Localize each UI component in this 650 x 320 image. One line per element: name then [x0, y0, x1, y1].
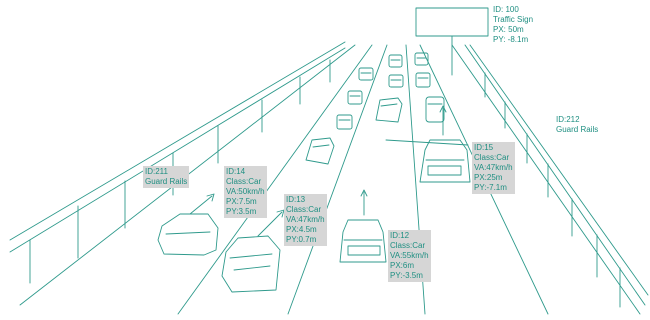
right-guard-rail [464, 44, 649, 308]
traffic-sign [415, 7, 489, 76]
car-15-label: ID:15 Class:Car VA:47km/h PX:25m PY:-7.1… [472, 142, 515, 194]
car-14-label: ID:14 Class:Car VA:50km/h PX:7.5m PY:3.5… [224, 166, 267, 218]
car-far-5 [388, 74, 404, 88]
car-far-1 [358, 67, 374, 81]
car-far-3 [336, 114, 353, 130]
car-far-7 [415, 72, 431, 88]
guard-rails-right-label: ID:212 Guard Rails [556, 115, 599, 134]
car-far-4 [388, 54, 403, 68]
car-15 [385, 105, 471, 183]
traffic-sign-label: ID: 100 Traffic Sign PX: 50m PY: -8.1m [493, 5, 534, 44]
car-12 [339, 189, 387, 263]
car-13 [221, 209, 285, 293]
car-13-label: ID:13 Class:Car VA:47km/h PX:4.5m PY:0.7… [284, 194, 327, 246]
car-mid-3 [305, 137, 335, 165]
car-mid-2 [375, 97, 403, 123]
car-far-2 [347, 90, 363, 105]
car-12-label: ID:12 Class:Car VA:55km/h PX:6m PY:-3.5m [388, 230, 431, 282]
car-far-6 [414, 52, 429, 66]
left-guard-rail [9, 41, 346, 284]
distant-cars [305, 52, 445, 165]
car-14 [157, 193, 219, 256]
car-mid-1 [425, 96, 445, 123]
guard-rails-left-label: ID:211 Guard Rails [143, 166, 190, 188]
